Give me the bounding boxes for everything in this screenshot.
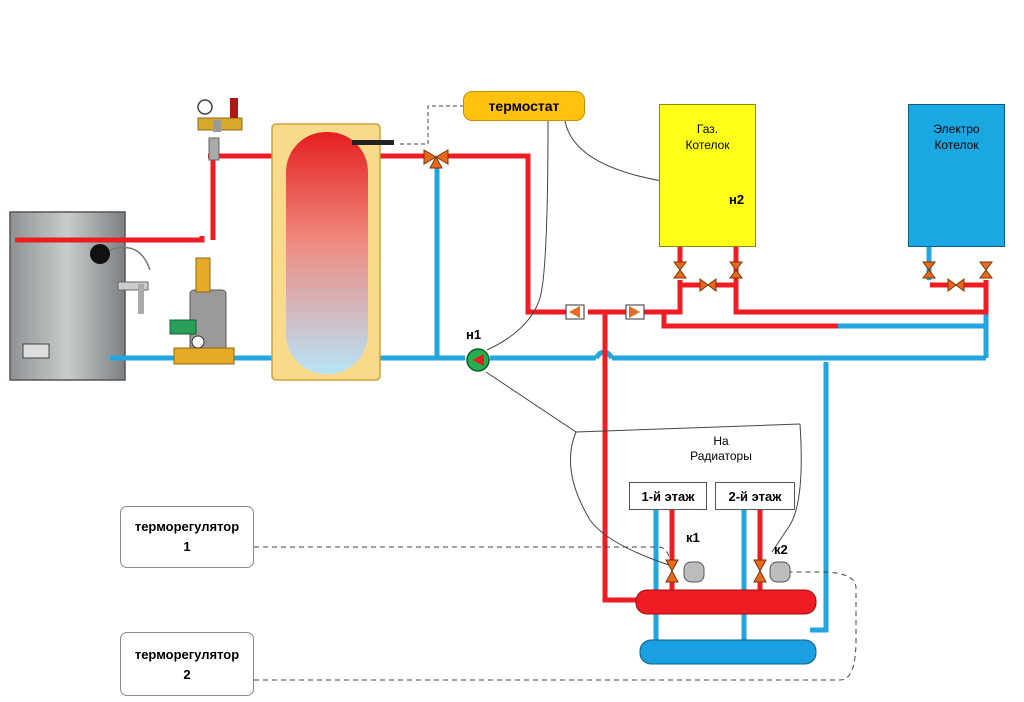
boiler-sensor: [90, 244, 110, 264]
pump-n1: [466, 348, 490, 372]
pump-n1-label: н1: [466, 327, 482, 342]
gas-boiler-label-1: Газ.: [696, 122, 719, 136]
thermoregulator-1: терморегулятор 1: [120, 506, 254, 568]
mixing-unit: [169, 257, 235, 365]
radiators-label-1: На: [713, 434, 729, 448]
check-valve-1: [565, 304, 585, 320]
electric-boiler: Электро Котелок: [908, 104, 1005, 247]
zone-valve-k2: [753, 559, 791, 583]
gas-boiler-label-2: Котелок: [685, 138, 730, 152]
thermoregulator-2-label: терморегулятор: [134, 647, 240, 662]
supply-manifold: [635, 589, 817, 615]
electric-boiler-label-2: Котелок: [934, 138, 979, 152]
tank-water: [286, 132, 368, 374]
thermostat-label: термостат: [488, 98, 560, 114]
cold-pipes: [110, 168, 989, 646]
return-manifold: [639, 639, 817, 665]
boiler-panel: [22, 343, 50, 359]
zone-valve-k1: [665, 559, 705, 583]
buffer-tank: [271, 123, 394, 381]
valve-k1-label: к1: [686, 530, 700, 545]
floor2-label: 2-й этаж: [728, 488, 782, 504]
pressure-gauge-icon: [197, 99, 213, 115]
floor2-box: 2-й этаж: [715, 482, 795, 510]
thermoregulator-2-number: 2: [183, 667, 191, 682]
thermoregulator-2: терморегулятор 2: [120, 632, 254, 696]
floor1-box: 1-й этаж: [629, 482, 707, 510]
thermostat-box: термостат: [463, 91, 585, 121]
pump-n2-label: н2: [729, 192, 745, 207]
gas-boiler: Газ. Котелок: [659, 104, 756, 247]
check-valve-2: [625, 304, 645, 320]
thermoregulator-1-number: 1: [183, 539, 191, 554]
ball-valves: [673, 261, 993, 292]
tank-sensor: [352, 140, 394, 145]
thermoregulator-1-label: терморегулятор: [134, 519, 240, 534]
floor1-label: 1-й этаж: [641, 488, 695, 504]
safety-group: [197, 98, 243, 161]
electric-boiler-label-1: Электро: [933, 122, 980, 136]
three-way-valve-top: [423, 149, 449, 169]
control-lines: [254, 105, 857, 681]
solid-fuel-boiler: [9, 211, 151, 381]
radiators-label: На Радиаторы: [676, 434, 766, 464]
radiators-label-2: Радиаторы: [690, 449, 752, 463]
valve-k2-label: к2: [774, 542, 788, 557]
